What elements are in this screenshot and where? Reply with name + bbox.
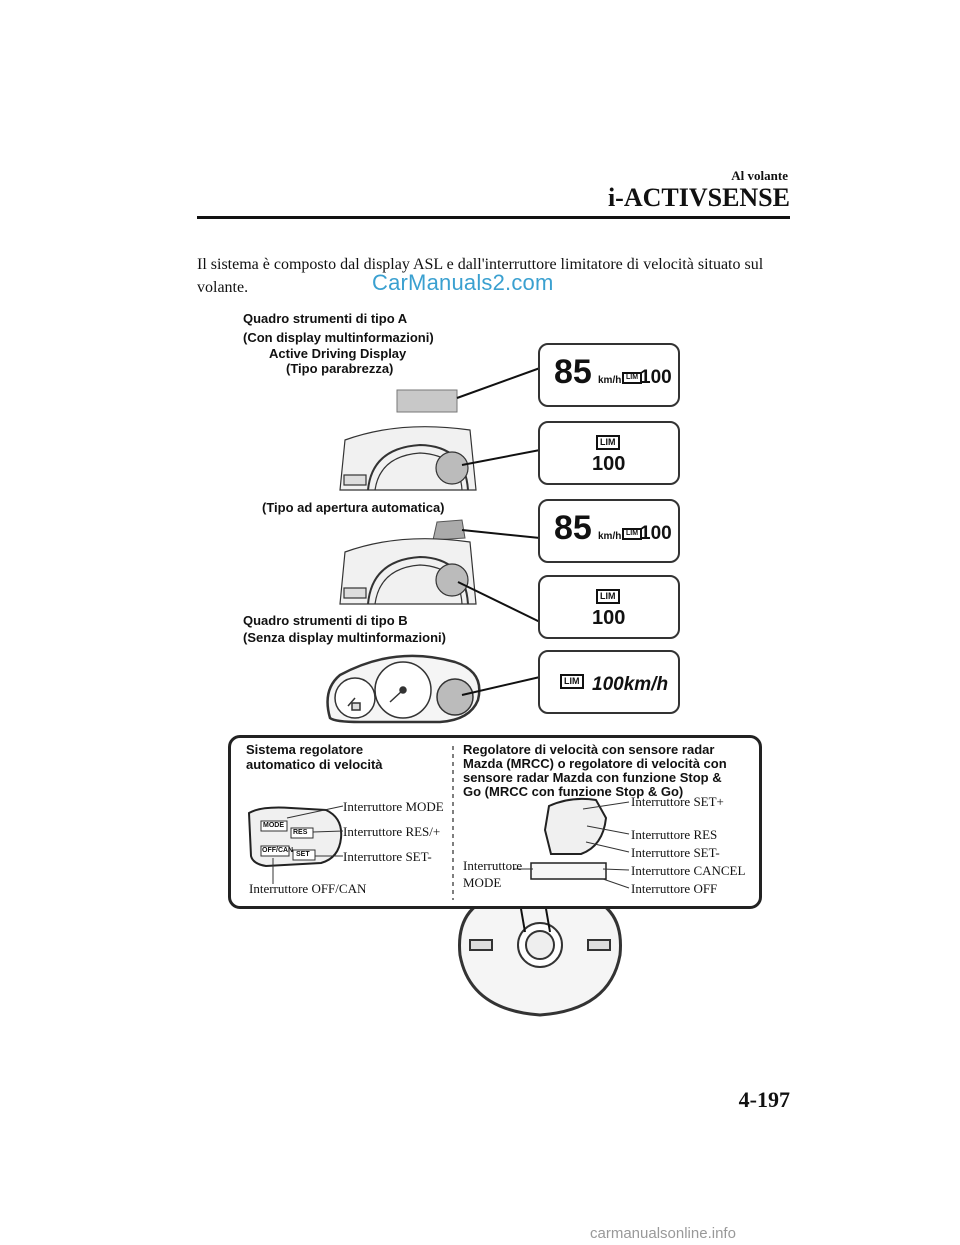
switch-panel-art: [247, 746, 630, 900]
label-type-a-subtitle: (Con display multinformazioni): [243, 330, 434, 345]
intro-paragraph: Il sistema è composto dal display ASL e …: [197, 256, 764, 296]
header-rule: [197, 216, 790, 219]
right-title-4: Go (MRCC con funzione Stop & Go): [463, 784, 684, 799]
display-unit: km/h: [598, 375, 622, 386]
label-set-minus-switch: Interruttore SET-: [343, 849, 432, 864]
lcd-cluster-a-2: LIM 100: [538, 575, 680, 639]
lcd-speed-limit: 100km/h: [592, 674, 669, 695]
dashboard-illustration-2: [339, 538, 477, 605]
btn-offcan: OFF/CAN: [262, 847, 294, 854]
lim-badge: LIM: [622, 372, 643, 384]
label-mode-switch-radar-2: MODE: [463, 875, 502, 890]
display-limit: 100: [592, 607, 626, 629]
switch-panel: Sistema regolatore automatico di velocit…: [228, 735, 762, 909]
left-title-1: Sistema regolatore: [246, 742, 364, 757]
btn-set: SET: [296, 851, 310, 858]
display-limit: 100: [592, 453, 626, 475]
label-type-b-title: Quadro strumenti di tipo B: [243, 613, 408, 628]
dashboard-illustration-1: [339, 426, 477, 491]
label-mode-switch: Interruttore MODE: [343, 799, 444, 814]
display-limit: 100: [640, 523, 672, 544]
label-off-switch: Interruttore OFF: [631, 881, 718, 896]
steering-wheel-illustration: [458, 893, 622, 1017]
lim-badge: LIM: [596, 589, 620, 604]
display-unit: km/h: [598, 531, 622, 542]
chapter-title: i-ACTIVSENSE: [607, 183, 790, 212]
label-type-b-subtitle: (Senza display multinformazioni): [243, 630, 446, 645]
display-speed: 85: [554, 509, 592, 547]
lim-badge: LIM: [622, 528, 643, 540]
label-res-plus-switch: Interruttore RES/+: [343, 824, 441, 839]
label-auto-open: (Tipo ad apertura automatica): [262, 500, 445, 515]
right-title-3: sensore radar Mazda con funzione Stop &: [463, 770, 722, 785]
btn-mode: MODE: [263, 822, 284, 829]
right-title-2: Mazda (MRCC) o regolatore di velocità co…: [463, 756, 727, 771]
lcd-add-windshield: 85 km/h LIM 100: [538, 343, 680, 407]
label-add-subtitle: (Tipo parabrezza): [286, 361, 394, 376]
instrument-cluster-type-b: [326, 654, 481, 724]
label-off-can-switch: Interruttore OFF/CAN: [249, 881, 367, 896]
btn-res: RES: [293, 829, 308, 836]
label-cancel-switch: Interruttore CANCEL: [631, 863, 746, 878]
lcd-cluster-a-1: LIM 100: [538, 421, 680, 485]
right-title-1: Regolatore di velocità con sensore radar: [463, 742, 715, 757]
page-number: 4-197: [738, 1087, 790, 1112]
lim-badge: LIM: [560, 674, 584, 689]
label-add-title: Active Driving Display: [269, 346, 407, 361]
left-title-2: automatico di velocità: [246, 757, 383, 772]
display-limit: 100: [640, 367, 672, 388]
watermark: CarManuals2.com: [372, 270, 554, 295]
label-mode-switch-radar-1: Interruttore: [463, 858, 523, 873]
windshield-display-area: [396, 389, 458, 413]
label-res-switch: Interruttore RES: [631, 827, 718, 842]
label-set-plus-switch: Interruttore SET+: [631, 794, 724, 809]
section-label: Al volante: [731, 168, 788, 183]
lim-badge: LIM: [596, 435, 620, 450]
lcd-add-popup: 85 km/h LIM 100: [538, 499, 680, 563]
display-speed: 85: [554, 353, 592, 391]
label-type-a-title: Quadro strumenti di tipo A: [243, 311, 408, 326]
lcd-cluster-b: LIM 100km/h: [538, 650, 680, 714]
label-set-minus-switch-radar: Interruttore SET-: [631, 845, 720, 860]
footer-url: carmanualsonline.info: [590, 1225, 736, 1242]
